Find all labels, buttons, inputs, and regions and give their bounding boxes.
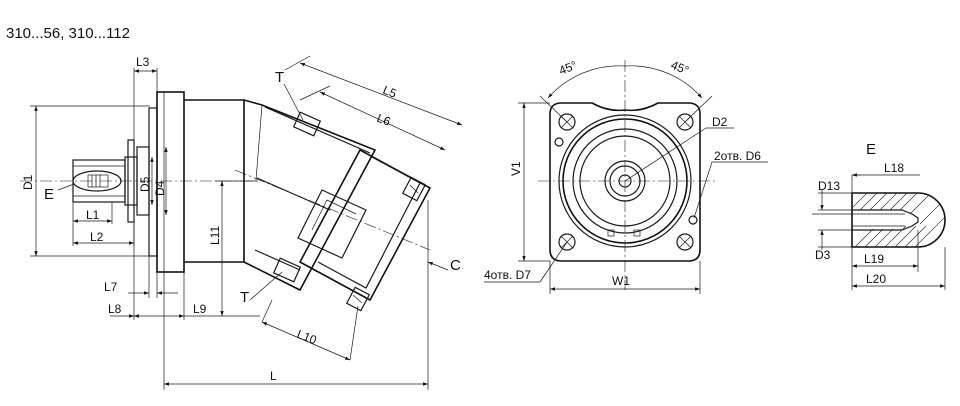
side-view (20, 91, 432, 312)
label-E-detail: E (866, 141, 876, 158)
label-T-bottom: T (240, 289, 249, 306)
label-E-marker: E (44, 186, 54, 203)
angle-left-label: 45° (557, 58, 579, 78)
dim-L5: L5 (381, 83, 399, 101)
dim-D4: D4 (153, 180, 167, 196)
dim-L6: L6 (375, 111, 393, 129)
dim-L: L (270, 369, 277, 383)
dim-L3: L3 (136, 55, 150, 69)
label-holes-D6: 2отв. D6 (714, 149, 761, 163)
detail-E: E (812, 141, 946, 290)
label-holes-D7: 4отв. D7 (484, 268, 531, 282)
dim-D13: D13 (818, 179, 840, 193)
dim-D2: D2 (712, 115, 728, 129)
dim-W1: W1 (612, 274, 630, 288)
angle-right-label: 45° (669, 58, 691, 78)
front-view: V1 W1 D2 2отв. D6 4отв. D7 45° 45° (484, 58, 768, 294)
dim-L2: L2 (90, 230, 104, 244)
drawing-title: 310...56, 310...112 (6, 25, 130, 42)
dim-L7: L7 (104, 280, 118, 294)
dim-D3: D3 (815, 248, 831, 262)
dim-L11: L11 (208, 226, 222, 245)
dim-L18: L18 (884, 161, 904, 175)
dim-D5: D5 (138, 176, 152, 192)
dim-L20: L20 (866, 272, 886, 286)
dim-L9: L9 (193, 302, 207, 316)
side-dimensions: D1 D5 D4 L3 L1 L2 L7 L8 L9 L1 (21, 55, 463, 390)
label-T-top: T (275, 69, 284, 86)
dim-V1: V1 (509, 161, 523, 176)
label-C: C (450, 257, 461, 274)
dim-L1: L1 (86, 208, 100, 222)
dim-D1: D1 (21, 174, 35, 190)
dim-L19: L19 (864, 252, 884, 266)
dim-L10: L10 (295, 327, 319, 348)
dim-L8: L8 (108, 302, 122, 316)
